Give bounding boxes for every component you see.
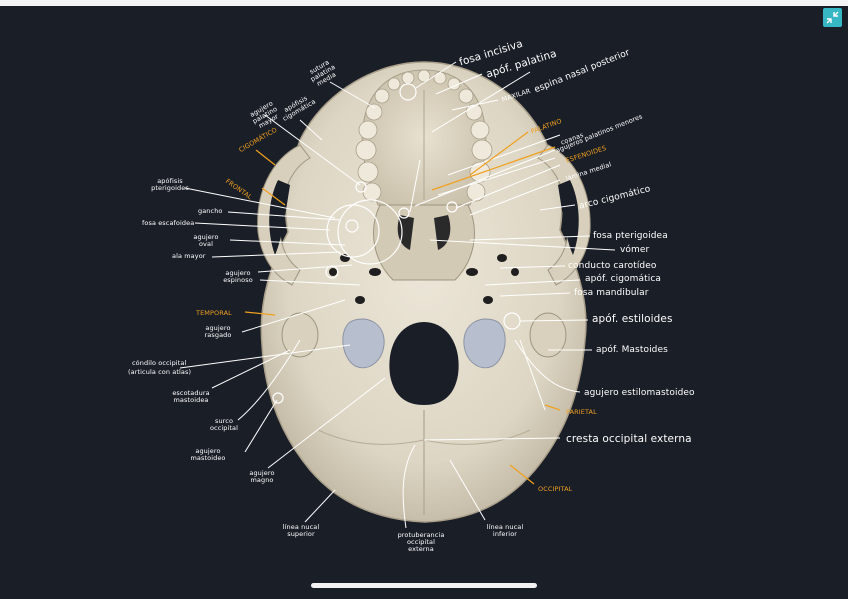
label-conducto-carotideo: conducto carotídeo (568, 261, 657, 271)
label-escotadura-mastoidea: escotadura mastoidea (172, 389, 210, 404)
label-cresta-occipital-externa: cresta occipital externa (566, 433, 692, 445)
label-apof-cigomatica-right: apóf. cigomática (585, 274, 662, 284)
label-linea-nucal-inferior: línea nucal inferior (486, 523, 524, 538)
label-apof-estiloides: apóf. estiloides (592, 313, 673, 325)
label-apofisis-pterigoides: apófisis pterigoides (151, 177, 189, 192)
label-agujero-mastoideo: agujero mastoideo (190, 447, 226, 462)
label-surco-occipital: surco occipital (209, 417, 239, 432)
label-agujero-rasgado: agujero rasgado (204, 324, 232, 339)
occipital-condyle-left (342, 318, 385, 369)
label-fosa-pterigoidea: fosa pterigoidea (593, 231, 668, 241)
collapse-arrows-icon (826, 11, 839, 24)
label-temporal: TEMPORAL (196, 309, 232, 317)
status-bar-strip (0, 0, 848, 6)
home-indicator[interactable] (311, 583, 537, 588)
collapse-button[interactable] (823, 8, 842, 27)
label-agujero-oval: agujero oval (193, 233, 219, 248)
label-fosa-escafoidea: fosa escafoidea (142, 219, 195, 227)
label-apof-mastoides: apóf. Mastoides (596, 345, 668, 355)
label-fosa-mandibular: fosa mandibular (574, 288, 649, 298)
label-condilo-sub: (articula con atlas) (128, 368, 192, 376)
label-vomer: vómer (620, 245, 650, 255)
label-agujero-estilomastoideo: agujero estilomastoideo (584, 388, 695, 398)
label-parietal: PARIETAL (566, 408, 597, 416)
label-protuberancia-occipital-externa: protuberancia occipital externa (397, 531, 445, 553)
label-agujero-magno: agujero magno (249, 469, 275, 484)
label-ala-mayor: ala mayor (172, 252, 206, 260)
label-gancho: gancho (198, 207, 223, 215)
foramen-magnum (389, 322, 459, 405)
label-agujero-espinoso: agujero espinoso (223, 269, 253, 284)
label-condilo-occipital: cóndilo occipital (132, 359, 187, 367)
occipital-condyle-right (463, 318, 506, 369)
label-linea-nucal-superior: línea nucal superior (282, 523, 320, 538)
label-occipital: OCCIPITAL (538, 485, 573, 493)
